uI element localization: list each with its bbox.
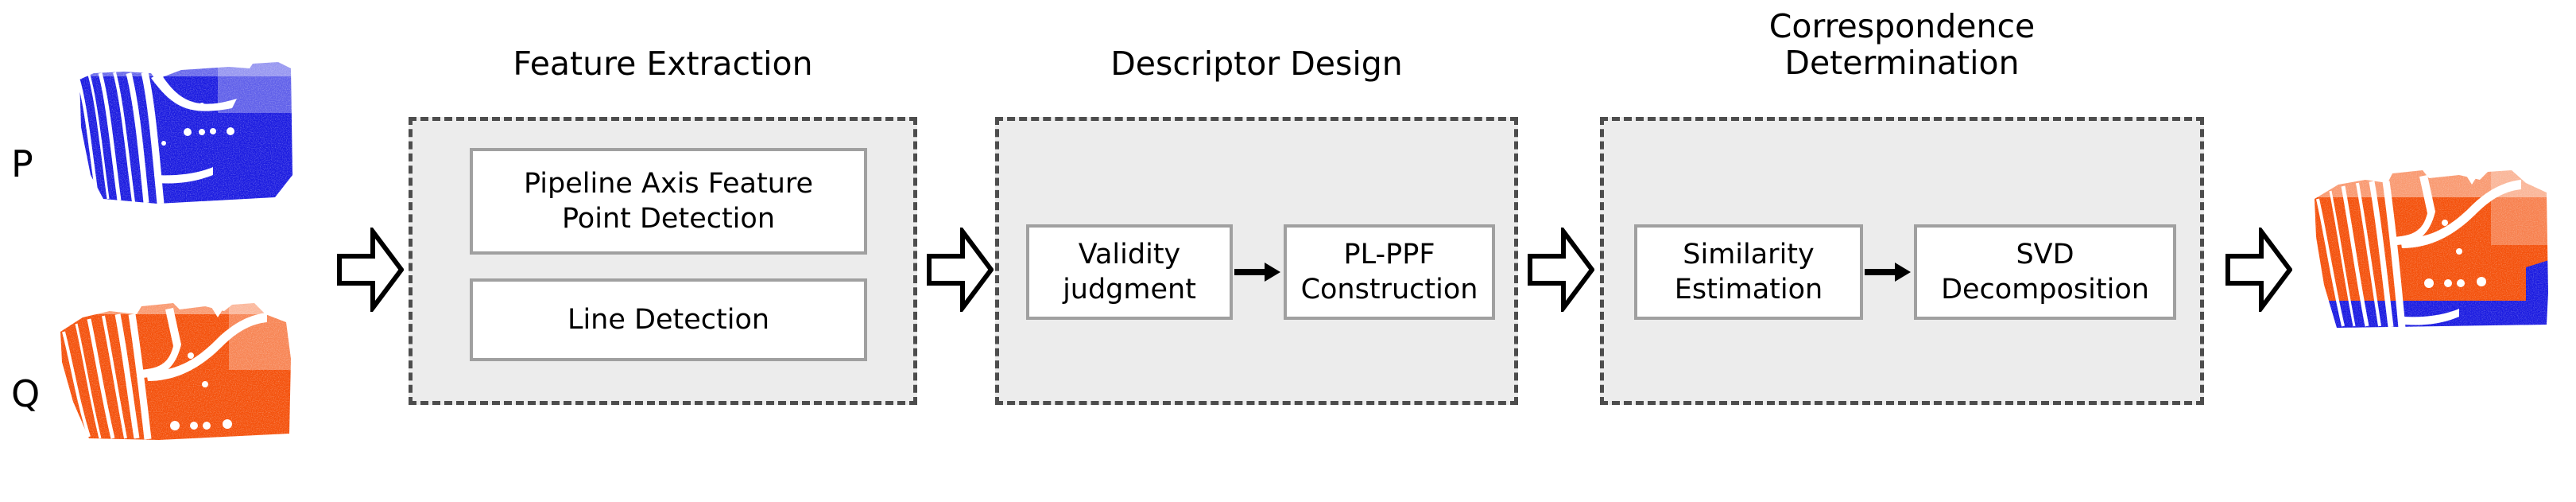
sub-box-pipeline-axis-feature-point-detection[interactable]: Pipeline Axis Feature Point Detection xyxy=(470,148,867,255)
arrow-inputs-to-feature-extraction xyxy=(337,228,404,312)
sub-box-similarity-estimation[interactable]: Similarity Estimation xyxy=(1634,224,1863,320)
flow-arrow-validity-to-plppf xyxy=(1234,261,1282,283)
stage-title-feature-extraction: Feature Extraction xyxy=(513,45,813,83)
stage-title-correspondence-determination: Correspondence Determination xyxy=(1768,7,2036,82)
stage-descriptor-design: Validity judgment PL-PPF Construction xyxy=(995,117,1518,405)
stage-correspondence-determination: Similarity Estimation SVD Decomposition xyxy=(1600,117,2204,405)
arrow-correspondence-determination-to-output xyxy=(2225,228,2292,312)
target-point-cloud xyxy=(54,282,292,451)
input-label-q: Q xyxy=(11,372,41,415)
input-label-p: P xyxy=(11,142,33,185)
sub-box-pl-ppf-construction[interactable]: PL-PPF Construction xyxy=(1284,224,1495,320)
sub-box-svd-decomposition[interactable]: SVD Decomposition xyxy=(1914,224,2176,320)
arrow-descriptor-design-to-correspondence-determination xyxy=(1528,228,1594,312)
sub-box-validity-judgment[interactable]: Validity judgment xyxy=(1026,224,1233,320)
registered-point-cloud xyxy=(2303,165,2551,361)
source-point-cloud xyxy=(62,56,294,211)
arrow-feature-extraction-to-descriptor-design xyxy=(927,228,994,312)
sub-box-line-detection[interactable]: Line Detection xyxy=(470,278,867,361)
stage-title-descriptor-design: Descriptor Design xyxy=(1110,45,1403,83)
stage-feature-extraction: Pipeline Axis Feature Point Detection Li… xyxy=(409,117,917,405)
flow-arrow-similarity-to-svd xyxy=(1865,261,1912,283)
